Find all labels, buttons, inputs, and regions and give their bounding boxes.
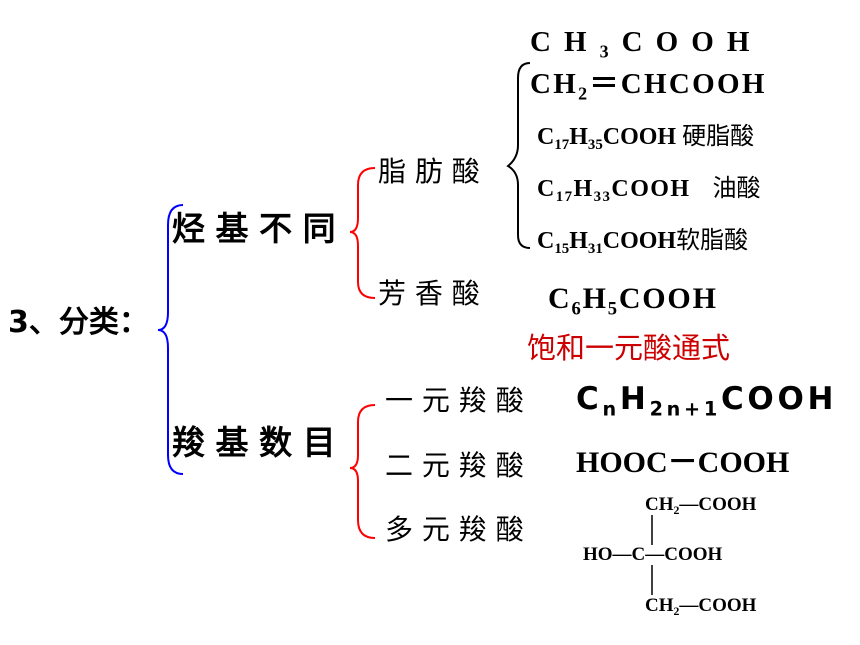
name-oleic-acid: 油酸 — [712, 174, 761, 202]
formula-benzoic-acid: C6H5COOH — [548, 282, 718, 320]
di-carboxylic-label: 二 元 羧 酸 — [385, 449, 524, 482]
poly-carboxylic-label: 多 元 羧 酸 — [385, 513, 524, 546]
classification-blue-brace — [157, 204, 184, 475]
formula-mono-general: CnH2n+1COOH — [576, 381, 838, 421]
formula-palmitic-row: C15H31COOH软脂酸 — [537, 228, 748, 257]
formula-oleic-row: C17H33COOH 油酸 — [537, 176, 761, 205]
formula-palmitic-acid: C15H31COOH — [537, 228, 677, 258]
name-palmitic-acid: 软脂酸 — [676, 226, 749, 254]
formula-oxalic-acid: HOOC－COOH — [576, 446, 790, 479]
formula-stearic-acid: C17H35COOH — [537, 124, 677, 154]
structure-bottom-group: CH2—COOH — [645, 595, 757, 619]
fatty-acid-label: 脂 肪 酸 — [378, 155, 480, 188]
fatty-acid-black-brace — [506, 62, 531, 249]
formula-acetic-acid: CH3COOH — [530, 26, 763, 62]
formula-acrylic-acid: CH2＝CHCOOH — [530, 68, 767, 104]
structure-middle-group: HO—C—COOH — [583, 544, 723, 565]
name-stearic-acid: 硬脂酸 — [682, 122, 755, 150]
carboxyl-group-title: 羧基数目 — [172, 423, 347, 462]
general-formula-note: 饱和一元酸通式 — [527, 331, 731, 365]
section-label: 3、分类： — [8, 305, 149, 340]
formula-oleic-acid: C17H33COOH — [537, 176, 691, 206]
hydrocarbon-group-title: 烃基不同 — [172, 209, 347, 248]
structure-top-group: CH2—COOH — [645, 494, 757, 518]
aromatic-acid-label: 芳 香 酸 — [378, 277, 480, 310]
hydrocarbon-red-brace — [349, 167, 376, 299]
mono-carboxylic-label: 一 元 羧 酸 — [385, 384, 524, 417]
carboxyl-red-brace — [349, 404, 376, 539]
